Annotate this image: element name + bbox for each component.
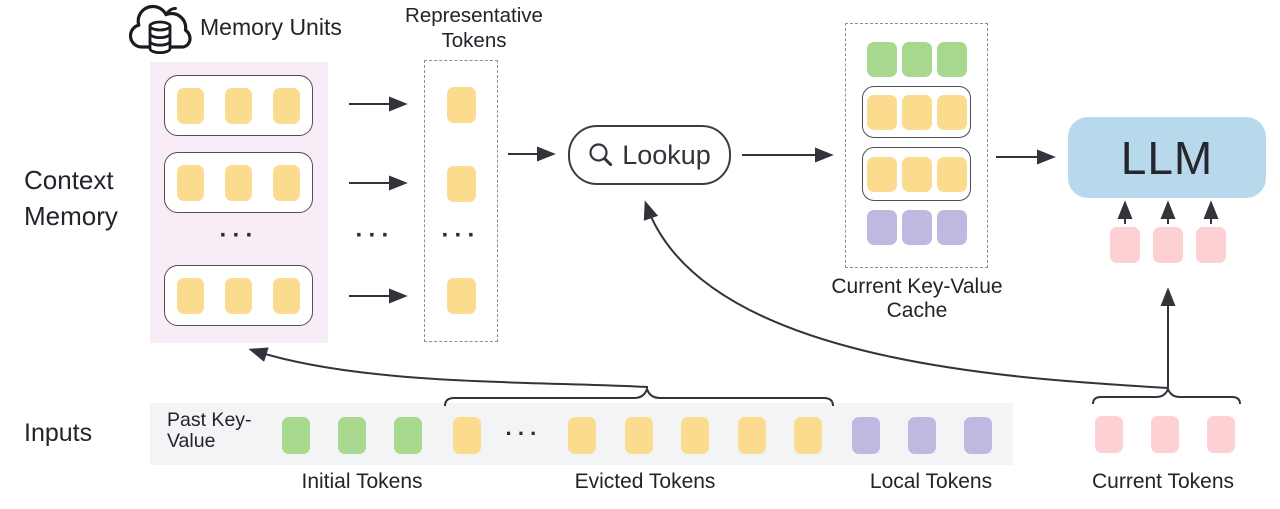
cache-memory-token: [901, 94, 932, 130]
cache-memory-token: [901, 156, 932, 192]
memory-token: [177, 164, 204, 201]
cache-memory-token: [866, 156, 897, 192]
llm-input-tokens: [1110, 227, 1226, 263]
memory-token: [225, 87, 252, 124]
initial-token: [282, 417, 310, 454]
local-tokens-label: Local Tokens: [869, 470, 993, 493]
memory-token: [225, 277, 252, 314]
representative-token: [447, 278, 476, 314]
local-token: [964, 417, 992, 454]
representative-tokens-box: [424, 60, 498, 342]
past-key-value-label: Past Key-Value: [167, 409, 252, 452]
initial-tokens-group: [282, 417, 422, 454]
representative-token-slot: [447, 278, 476, 314]
evicted-token: [453, 417, 481, 454]
initial-token: [338, 417, 366, 454]
memory-unit-box: [164, 75, 313, 136]
current-token: [1207, 416, 1235, 453]
cache-initial-token: [901, 42, 932, 77]
evicted-token-head: [453, 417, 481, 454]
memory-token: [273, 277, 300, 314]
current-token: [1095, 416, 1123, 453]
local-token: [908, 417, 936, 454]
local-tokens-group: [852, 417, 992, 454]
memory-token: [273, 164, 300, 201]
cache-local-token: [936, 210, 967, 245]
cache-row-initial: [845, 42, 988, 77]
memory-units-label: Memory Units: [200, 14, 342, 40]
current-token: [1151, 416, 1179, 453]
cache-row-memory: [862, 86, 971, 138]
cache-local-token: [901, 210, 932, 245]
cache-memory-token: [866, 94, 897, 130]
current-tokens-label: Current Tokens: [1091, 470, 1235, 493]
context-memory-label: Context Memory: [24, 165, 118, 231]
arrows-ellipsis: ···: [355, 222, 395, 249]
evicted-token: [737, 417, 766, 454]
memory-token: [273, 87, 300, 124]
cache-memory-token: [936, 156, 967, 192]
representative-ellipsis: ···: [441, 222, 481, 249]
cache-initial-token: [866, 42, 897, 77]
evicted-tokens-label: Evicted Tokens: [574, 470, 716, 493]
memory-units-cloud-db-icon: [128, 4, 192, 54]
cache-local-token: [866, 210, 897, 245]
representative-token-slot: [447, 87, 476, 123]
strip-ellipsis: ···: [505, 421, 543, 446]
cache-row-memory: [862, 147, 971, 201]
evicted-token: [681, 417, 709, 454]
current-kv-cache-label: Current Key-Value Cache: [831, 275, 1003, 322]
arrow-evicted-to-memory: [248, 347, 649, 388]
llm-input-token: [1153, 227, 1183, 263]
cache-memory-token: [936, 94, 967, 130]
memory-unit-box: [164, 265, 313, 326]
current-tokens-group: [1095, 416, 1235, 453]
llm-input-token: [1196, 227, 1226, 263]
initial-token: [394, 417, 422, 454]
memory-token: [225, 164, 252, 201]
representative-token: [447, 166, 476, 202]
llm-input-token: [1110, 227, 1140, 263]
memory-unit-box: [164, 152, 313, 213]
representative-token: [447, 87, 476, 123]
evicted-token: [568, 417, 596, 454]
evicted-tokens-group: [568, 417, 822, 454]
lookup-button: Lookup: [568, 125, 731, 185]
memory-ellipsis: ···: [219, 222, 259, 249]
representative-token-slot: [447, 166, 476, 202]
evicted-token: [794, 417, 822, 454]
memory-token: [177, 277, 204, 314]
current-tokens-brace: [1092, 386, 1241, 405]
evicted-token: [624, 417, 653, 454]
lookup-label: Lookup: [622, 139, 711, 170]
initial-tokens-label: Initial Tokens: [301, 470, 423, 493]
inputs-label: Inputs: [24, 419, 93, 447]
representative-tokens-label: Representative Tokens: [405, 4, 543, 52]
llm-box: LLM: [1068, 117, 1266, 198]
cache-row-local: [845, 210, 988, 245]
memory-token: [177, 87, 204, 124]
search-icon: [589, 143, 613, 167]
cache-initial-token: [936, 42, 967, 77]
local-token: [852, 417, 880, 454]
